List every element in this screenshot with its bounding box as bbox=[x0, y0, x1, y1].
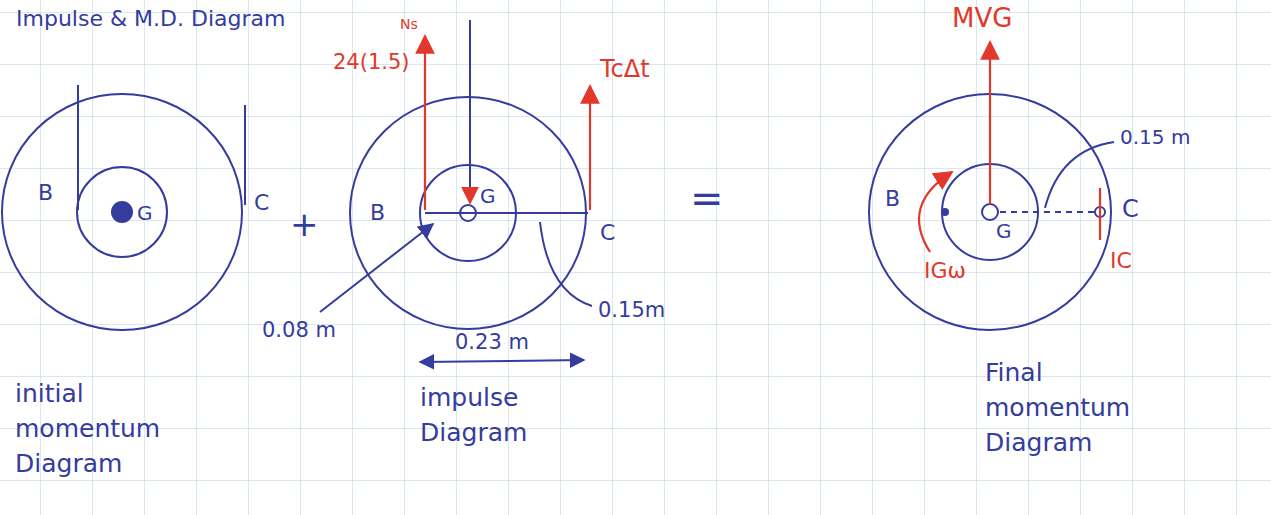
cable-line bbox=[77, 85, 79, 210]
point-dot bbox=[942, 209, 948, 215]
page-title: Impulse & M.D. Diagram bbox=[16, 6, 285, 31]
outer-wheel bbox=[2, 94, 242, 330]
point-label: B bbox=[38, 180, 53, 205]
dimension-line bbox=[420, 360, 584, 362]
momentum-label: MVG bbox=[952, 4, 1012, 34]
leader-line bbox=[540, 222, 592, 306]
point-label: G bbox=[480, 185, 496, 208]
dimension-label: 0.23 m bbox=[455, 330, 529, 354]
radius-line bbox=[425, 212, 588, 214]
tension-arrow bbox=[424, 36, 426, 210]
dimension-label: 0.15m bbox=[598, 298, 665, 322]
point-label: B bbox=[370, 200, 385, 225]
weight-arrow bbox=[469, 20, 471, 203]
leader-line bbox=[1045, 142, 1114, 208]
mass-center bbox=[982, 204, 998, 220]
mass-center bbox=[112, 202, 132, 222]
force-label: TcΔt bbox=[600, 56, 650, 84]
point-label: G bbox=[996, 220, 1012, 243]
impulse-value: 24(1.5) bbox=[333, 50, 410, 74]
plus-sign: + bbox=[290, 205, 319, 244]
ic-label: IC bbox=[1110, 248, 1132, 273]
tension-arrow bbox=[589, 86, 591, 210]
point-label: C bbox=[600, 220, 615, 245]
caption: Final momentum Diagram bbox=[985, 355, 1145, 460]
unit-label: Ns bbox=[400, 16, 418, 32]
equals-sign: = bbox=[690, 175, 724, 221]
angular-momentum-arrow bbox=[919, 172, 952, 252]
caption: impulse Diagram bbox=[420, 380, 560, 450]
momentum-arrow bbox=[989, 42, 991, 204]
point-label: C bbox=[254, 190, 269, 215]
point-label: G bbox=[137, 202, 153, 225]
inner-hub bbox=[77, 167, 167, 257]
caption: initial momentum Diagram bbox=[15, 376, 175, 481]
dimension-label: 0.08 m bbox=[262, 318, 336, 342]
ic-mark bbox=[1099, 188, 1101, 240]
dashed-line bbox=[1000, 211, 1098, 213]
leader-line bbox=[320, 224, 433, 312]
angular-momentum-label: IGω bbox=[924, 258, 966, 283]
point-label: C bbox=[1122, 196, 1139, 224]
point-label: B bbox=[885, 186, 900, 211]
cable-line bbox=[244, 105, 246, 205]
dimension-label: 0.15 m bbox=[1120, 126, 1190, 149]
